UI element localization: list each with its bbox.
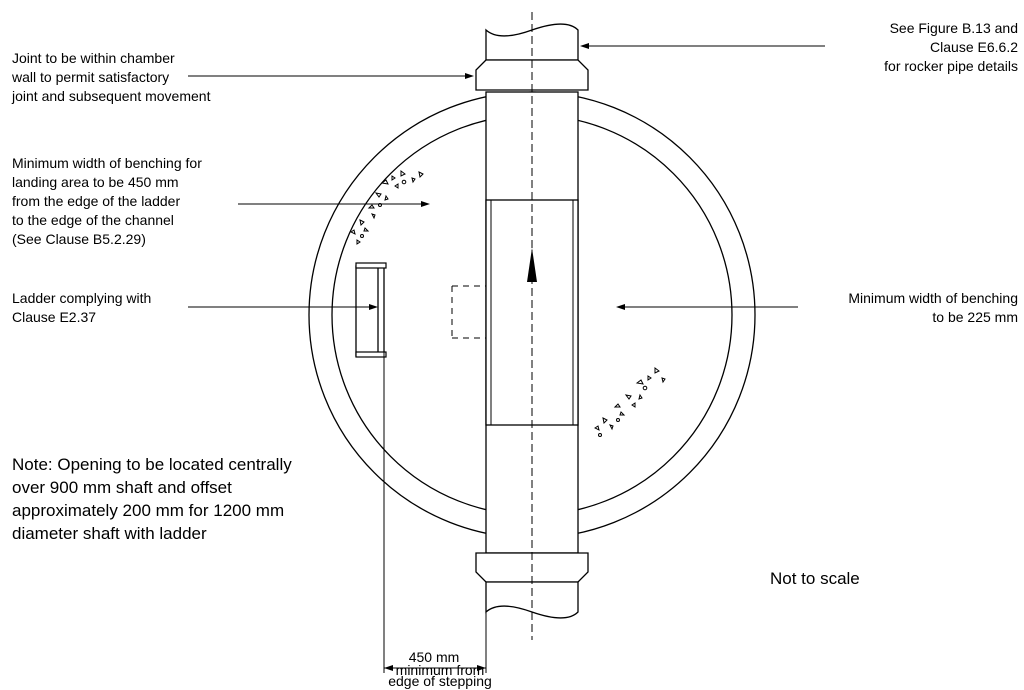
ladder-annotation: Ladder complying with Clause E2.37 bbox=[12, 290, 151, 325]
joint-label-line-1: Joint to be within chamber bbox=[12, 50, 175, 66]
benching-landing-line-4: to the edge of the channel bbox=[12, 212, 174, 228]
scale-note: Not to scale bbox=[770, 569, 860, 588]
ladder-symbol bbox=[355, 262, 387, 358]
joint-annotation: Joint to be within chamber wall to permi… bbox=[11, 50, 211, 104]
benching-speckle-left bbox=[350, 170, 424, 245]
benching-min-line-2: to be 225 mm bbox=[932, 309, 1018, 325]
benching-landing-line-5: (See Clause B5.2.29) bbox=[12, 231, 146, 247]
dimension-annotation: 450 mm minimum from edge of stepping bbox=[388, 649, 492, 689]
dashed-opening-outline bbox=[451, 285, 486, 339]
flow-arrow bbox=[527, 248, 537, 282]
benching-min-line-1: Minimum width of benching bbox=[848, 290, 1018, 306]
rocker-label-line-3: for rocker pipe details bbox=[884, 58, 1018, 74]
benching-landing-line-2: landing area to be 450 mm bbox=[12, 174, 179, 190]
dimension-line-2: minimum from bbox=[396, 662, 485, 678]
benching-landing-line-1: Minimum width of benching for bbox=[12, 155, 202, 171]
joint-label-line-2: wall to permit satisfactory bbox=[11, 69, 169, 85]
benching-landing-line-3: from the edge of the ladder bbox=[12, 193, 180, 209]
rocker-label-line-1: See Figure B.13 and bbox=[890, 20, 1018, 36]
opening-note: Note: Opening to be located centrally ov… bbox=[12, 455, 292, 543]
note-line-1: Note: Opening to be located centrally bbox=[12, 455, 292, 474]
note-line-3: approximately 200 mm for 1200 mm bbox=[12, 501, 284, 520]
rocker-label-line-2: Clause E6.6.2 bbox=[930, 39, 1018, 55]
benching-landing-annotation: Minimum width of benching for landing ar… bbox=[12, 155, 202, 247]
note-line-4: diameter shaft with ladder bbox=[12, 524, 207, 543]
joint-label-line-3: joint and subsequent movement bbox=[11, 88, 211, 104]
ladder-label-line-2: Clause E2.37 bbox=[12, 309, 96, 325]
rocker-annotation: See Figure B.13 and Clause E6.6.2 for ro… bbox=[884, 20, 1018, 74]
note-line-2: over 900 mm shaft and offset bbox=[12, 478, 232, 497]
benching-min-annotation: Minimum width of benching to be 225 mm bbox=[848, 290, 1018, 325]
dimension-line-3: edge of stepping bbox=[388, 673, 492, 689]
dimension-value: 450 mm bbox=[409, 649, 460, 665]
benching-speckle-right bbox=[594, 367, 666, 437]
ladder-label-line-1: Ladder complying with bbox=[12, 290, 151, 306]
